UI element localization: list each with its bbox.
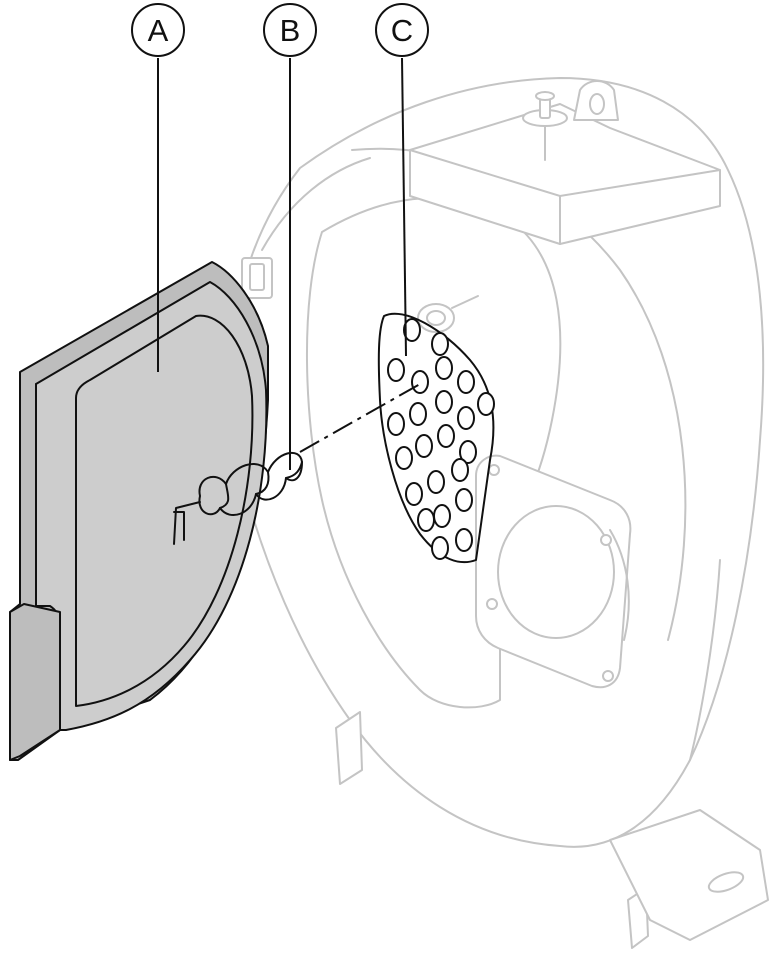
fan-housing [229, 77, 769, 949]
base-slot [707, 871, 745, 893]
top-mount-block [409, 103, 721, 245]
front-cover-tab [9, 603, 61, 761]
front-cover-panel [75, 314, 254, 707]
retaining-spring [173, 451, 303, 545]
housing-band-3 [689, 559, 721, 761]
callout-c-circle [375, 3, 429, 57]
callout-a: A [131, 3, 185, 372]
top-knob-cap [535, 91, 555, 101]
callout-c: C [375, 3, 429, 357]
top-mount-edge [409, 149, 721, 245]
alignment-axis-line [299, 383, 421, 453]
plate-holes [387, 318, 495, 560]
callout-a-label: A [148, 13, 169, 48]
spring-body [198, 451, 303, 516]
callout-c-label: C [391, 13, 413, 48]
perforated-plate [377, 312, 495, 564]
callout-b: B [263, 3, 317, 470]
base-block [609, 809, 769, 941]
front-cover [9, 261, 269, 761]
lifting-eye-hole [589, 93, 605, 115]
callout-b-label: B [280, 13, 301, 48]
callout-b-circle [263, 3, 317, 57]
callout-a-circle [131, 3, 185, 57]
perforated-plate-outline [377, 312, 495, 564]
flange-opening [497, 505, 615, 639]
housing-band-2 [261, 157, 371, 251]
spring-hook [173, 501, 201, 545]
foot-left [335, 711, 363, 785]
